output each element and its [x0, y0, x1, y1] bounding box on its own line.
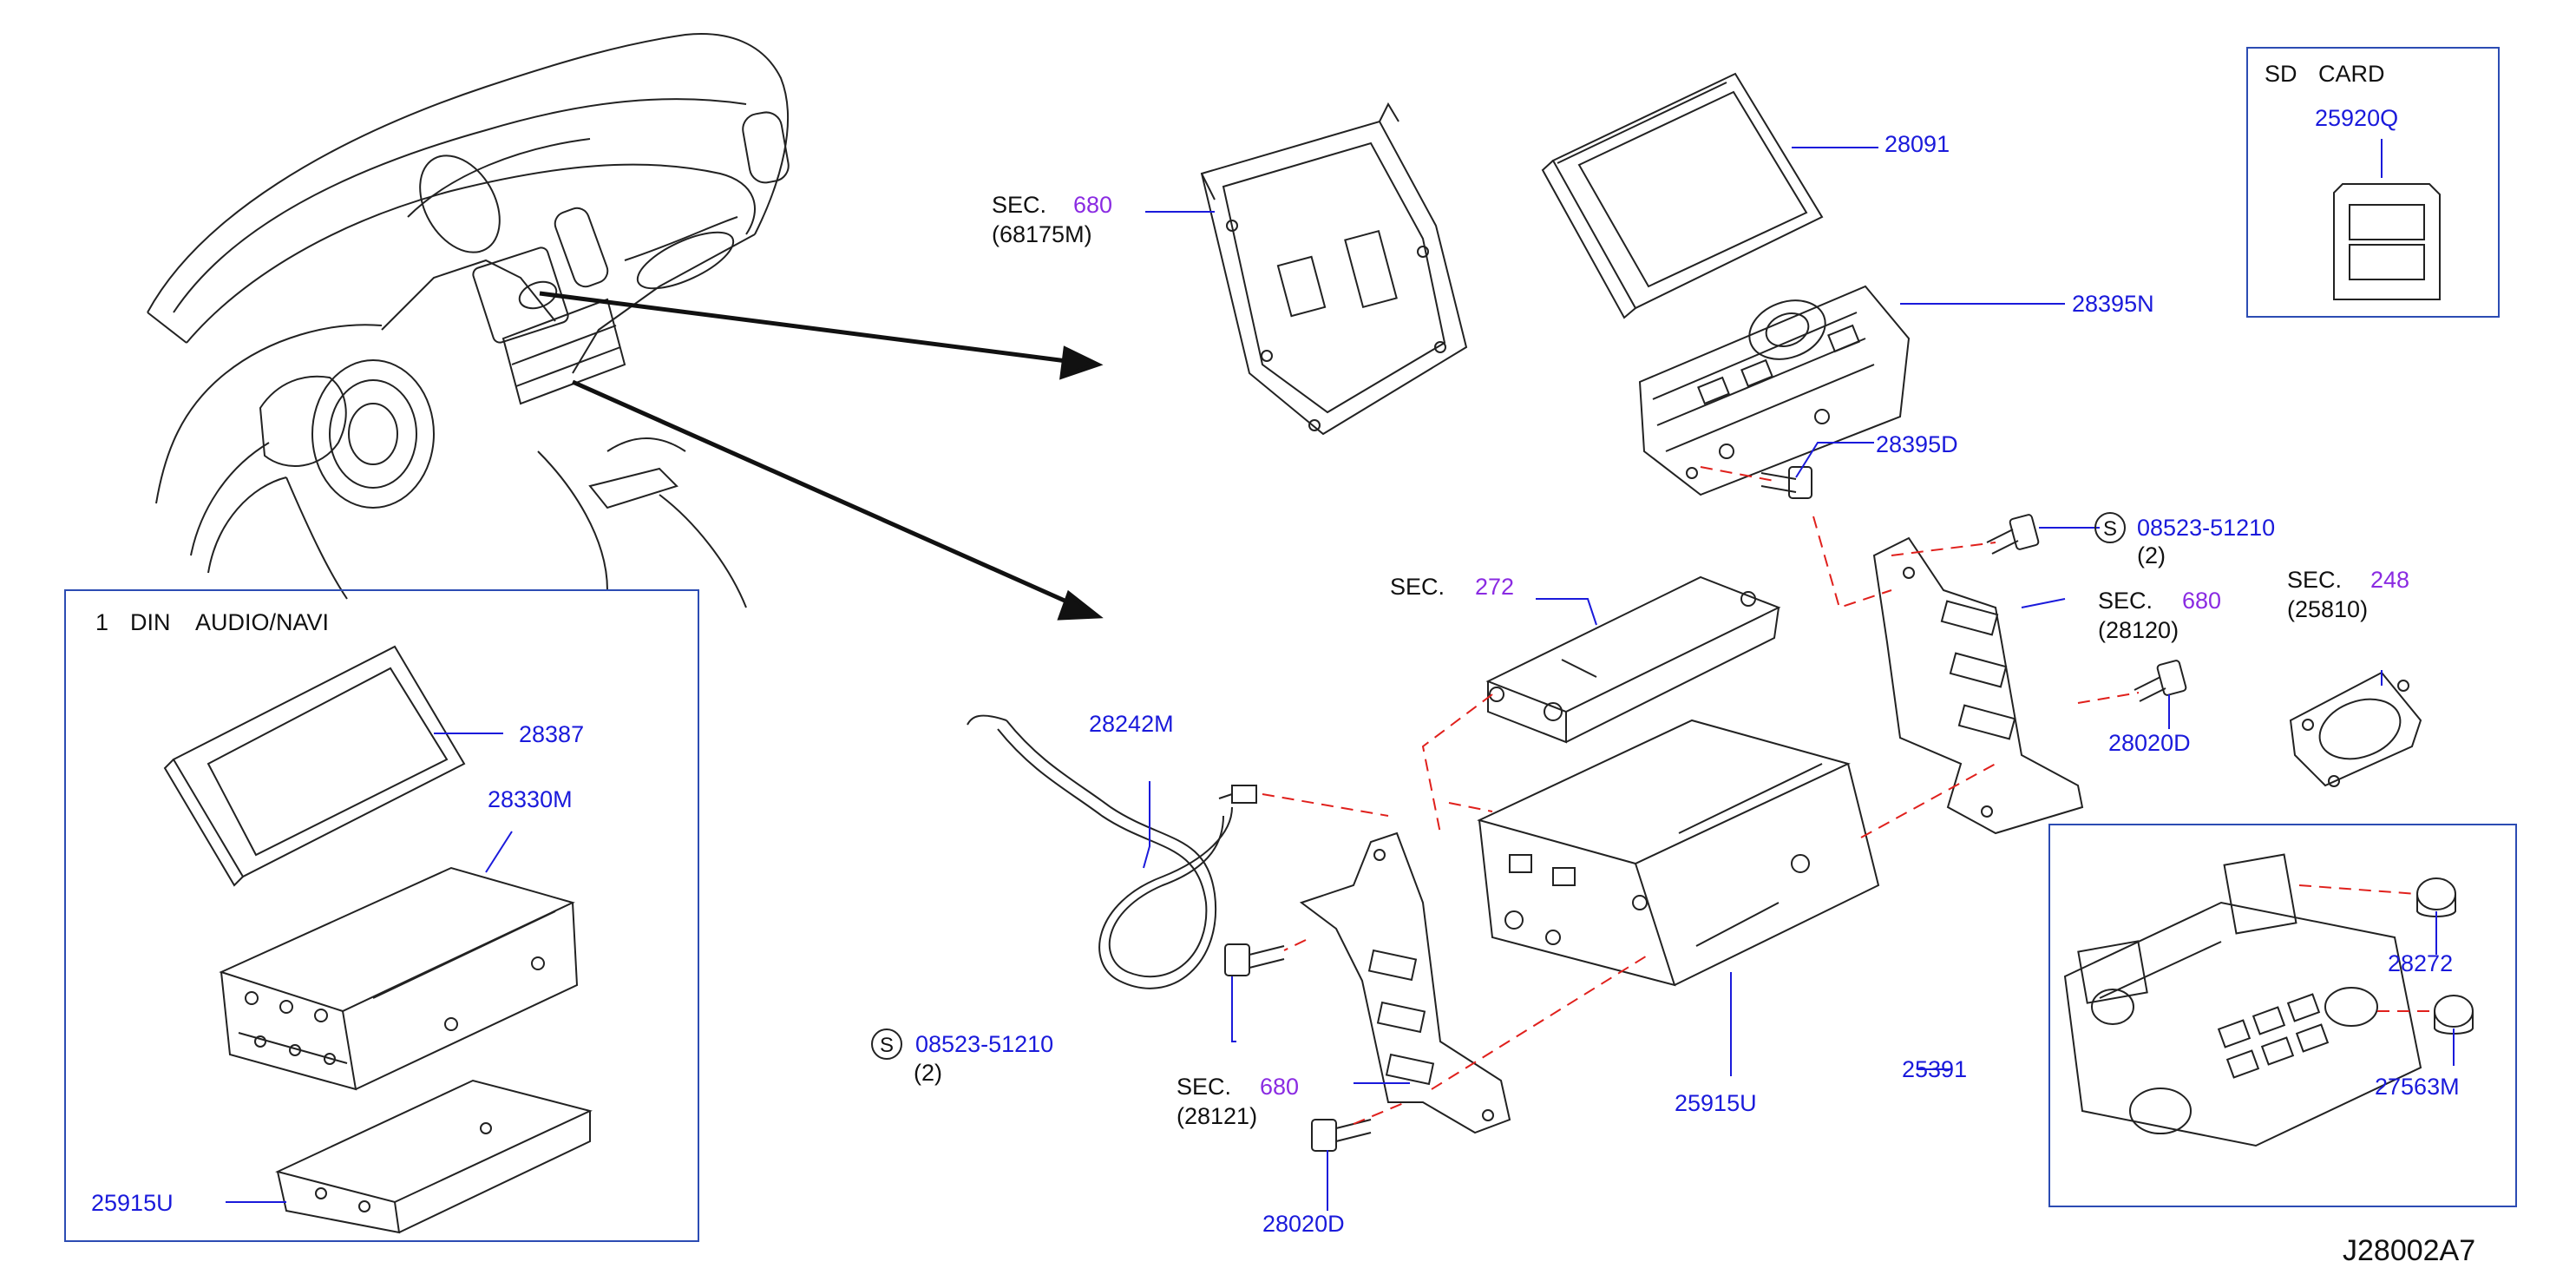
sec-680-68175m-link[interactable]: 680 [1073, 192, 1113, 218]
qty-left: (2) [914, 1060, 942, 1086]
sec-680-28121-prefix: SEC. [1177, 1074, 1232, 1100]
sec-680-28120-sub: (28120) [2098, 617, 2179, 643]
part-28330m-link[interactable]: 28330M [488, 786, 573, 812]
part-28395n-link[interactable]: 28395N [2072, 291, 2154, 317]
sec-248-link[interactable]: 248 [2370, 567, 2410, 593]
part-25920q-link[interactable]: 25920Q [2315, 105, 2399, 131]
dashboard-arrows [539, 291, 1104, 621]
screws-left-drawing [1224, 943, 1372, 1152]
sd-card-drawing [2333, 183, 2441, 300]
part-28020d-bottom-link[interactable]: 28020D [1262, 1211, 1345, 1237]
sec-248-prefix: SEC. [2287, 567, 2343, 593]
bracket-68175m-drawing [1200, 102, 1468, 436]
assembly-dash-lines [1262, 466, 2435, 1125]
bracket-28121-drawing [1299, 831, 1511, 1134]
sec-272-link[interactable]: 272 [1475, 574, 1515, 600]
sec-680-28121-sub: (28121) [1177, 1103, 1258, 1129]
screws-right-drawing [1986, 514, 2187, 702]
qty-right: (2) [2137, 542, 2166, 568]
din-box-title-din: DIN [130, 609, 171, 635]
part-28242m-link[interactable]: 28242M [1089, 711, 1174, 737]
controller-28395n-drawing [1638, 285, 1911, 496]
sd-box-title-card: CARD [2318, 61, 2385, 87]
sec-680-68175m-sub: (68175M) [992, 221, 1092, 247]
s-symbol-left: S [871, 1028, 902, 1060]
leader-lines [226, 139, 2455, 1211]
module-272-drawing [1485, 575, 1781, 744]
diagram-code: J28002A7 [2343, 1234, 2476, 1267]
part-28387-link[interactable]: 28387 [519, 721, 585, 747]
part-28395d-link[interactable]: 28395D [1876, 431, 1958, 457]
part-25915u-din-link[interactable]: 25915U [91, 1190, 174, 1216]
sec-272-prefix: SEC. [1390, 574, 1445, 600]
s-symbol-right: S [2094, 512, 2126, 543]
sec-680-28120-prefix: SEC. [2098, 588, 2153, 614]
part-28272-link[interactable]: 28272 [2388, 950, 2454, 976]
bracket-28120-drawing [1872, 536, 2084, 835]
main-unit-25915u-drawing [1477, 719, 1880, 987]
din-box-title-1: 1 [95, 609, 109, 635]
din-box-drawing [163, 645, 593, 1234]
part-08523-51210-right-link[interactable]: 08523-51210 [2137, 515, 2276, 541]
sec-680-28120-link[interactable]: 680 [2182, 588, 2222, 614]
harness-28242m-drawing [967, 714, 1257, 989]
part-25915u-center-link[interactable]: 25915U [1675, 1090, 1757, 1116]
part-28091-link[interactable]: 28091 [1884, 131, 1950, 157]
panel-25391-drawing [2063, 853, 2474, 1147]
sd-box-title-sd: SD [2265, 61, 2297, 87]
part-08523-51210-left-link[interactable]: 08523-51210 [915, 1031, 1054, 1057]
dashboard-illustration [147, 33, 790, 608]
speaker-248-drawing [2289, 671, 2422, 787]
frame-boxes [64, 47, 2517, 1242]
part-25391-link[interactable]: 25391 [1902, 1056, 1968, 1082]
part-28020d-right-link[interactable]: 28020D [2108, 730, 2191, 756]
sec-680-68175m-prefix: SEC. [992, 192, 1047, 218]
sec-680-28121-link[interactable]: 680 [1260, 1074, 1300, 1100]
display-28091-drawing [1541, 72, 1824, 319]
part-27563m-link[interactable]: 27563M [2375, 1074, 2460, 1100]
din-box-title-audio-navi: AUDIO/NAVI [195, 609, 330, 635]
screw-28395d-drawing [1760, 466, 1812, 499]
sec-248-sub: (25810) [2287, 596, 2369, 622]
